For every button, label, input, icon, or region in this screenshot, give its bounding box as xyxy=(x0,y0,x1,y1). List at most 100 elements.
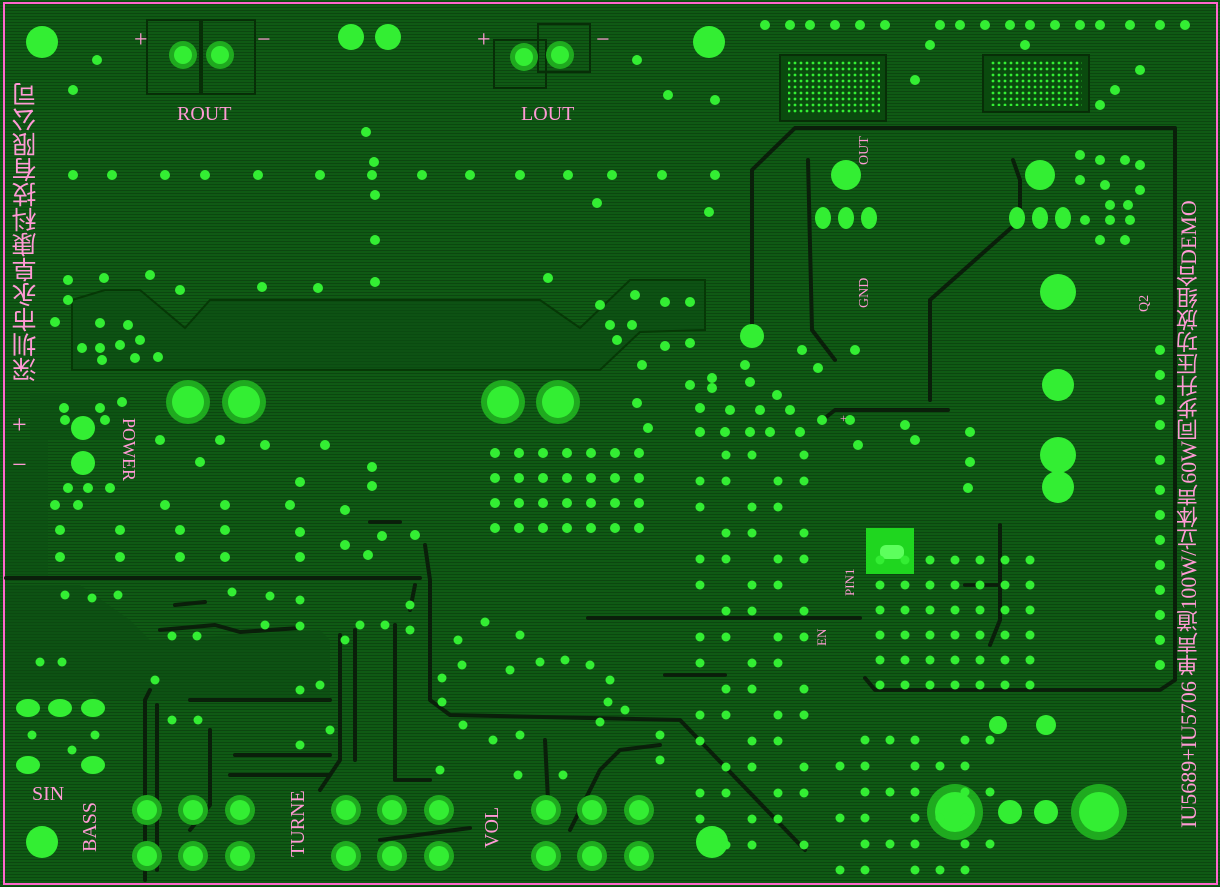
via xyxy=(745,377,755,387)
via xyxy=(1123,200,1133,210)
via xyxy=(747,840,757,850)
via xyxy=(514,523,524,533)
via xyxy=(1020,40,1030,50)
via xyxy=(435,765,445,775)
via xyxy=(835,813,845,823)
via xyxy=(935,761,945,771)
via xyxy=(607,170,617,180)
via xyxy=(295,595,305,605)
via xyxy=(1120,155,1130,165)
via xyxy=(505,665,515,675)
via xyxy=(1135,185,1145,195)
via xyxy=(655,755,665,765)
via xyxy=(295,527,305,537)
via xyxy=(1095,20,1105,30)
via xyxy=(773,580,783,590)
via xyxy=(27,730,37,740)
via xyxy=(900,630,910,640)
via xyxy=(100,415,110,425)
copper-pour-left xyxy=(6,440,48,578)
via xyxy=(50,317,60,327)
via xyxy=(634,473,644,483)
via xyxy=(785,405,795,415)
via xyxy=(975,580,985,590)
via xyxy=(721,710,731,720)
via xyxy=(663,90,673,100)
via xyxy=(1155,635,1165,645)
via xyxy=(660,297,670,307)
via xyxy=(1075,150,1085,160)
via xyxy=(55,552,65,562)
via xyxy=(490,473,500,483)
pot-pads xyxy=(132,795,654,871)
via xyxy=(175,285,185,295)
via xyxy=(1120,235,1130,245)
via xyxy=(721,528,731,538)
via xyxy=(220,500,230,510)
via xyxy=(1000,605,1010,615)
via xyxy=(514,448,524,458)
lout-minus-label: − xyxy=(596,27,610,53)
via xyxy=(538,523,548,533)
via xyxy=(370,277,380,287)
via xyxy=(773,658,783,668)
via xyxy=(57,657,67,667)
via xyxy=(797,345,807,355)
via xyxy=(457,660,467,670)
via xyxy=(515,730,525,740)
via xyxy=(925,555,935,565)
via xyxy=(935,20,945,30)
via xyxy=(215,435,225,445)
via xyxy=(630,290,640,300)
via xyxy=(860,735,870,745)
via xyxy=(490,448,500,458)
via xyxy=(35,657,45,667)
via xyxy=(97,355,107,365)
via xyxy=(910,865,920,875)
via xyxy=(1025,605,1035,615)
via xyxy=(985,735,995,745)
via xyxy=(603,697,613,707)
via xyxy=(193,715,203,725)
via xyxy=(95,403,105,413)
via xyxy=(1075,20,1085,30)
via xyxy=(68,85,78,95)
via xyxy=(1105,200,1115,210)
via xyxy=(340,635,350,645)
via xyxy=(799,528,809,538)
via xyxy=(515,630,525,640)
via xyxy=(773,502,783,512)
via xyxy=(592,198,602,208)
via xyxy=(853,440,863,450)
via xyxy=(740,360,750,370)
via xyxy=(200,170,210,180)
via xyxy=(410,530,420,540)
via xyxy=(685,297,695,307)
via xyxy=(805,20,815,30)
via xyxy=(99,273,109,283)
via xyxy=(113,590,123,600)
via xyxy=(195,457,205,467)
via xyxy=(68,170,78,180)
via xyxy=(965,457,975,467)
via xyxy=(562,448,572,458)
small-plus-label: + xyxy=(840,411,847,425)
via xyxy=(1155,485,1165,495)
via xyxy=(453,635,463,645)
via xyxy=(925,655,935,665)
via xyxy=(1000,680,1010,690)
via xyxy=(799,710,809,720)
via xyxy=(377,531,387,541)
via xyxy=(880,20,890,30)
via xyxy=(685,338,695,348)
via xyxy=(1155,660,1165,670)
via xyxy=(695,403,705,413)
via xyxy=(760,20,770,30)
board-outline xyxy=(3,2,1218,885)
via xyxy=(900,680,910,690)
via xyxy=(295,552,305,562)
via xyxy=(860,813,870,823)
via xyxy=(538,498,548,508)
copper-pour-upper xyxy=(72,280,705,370)
